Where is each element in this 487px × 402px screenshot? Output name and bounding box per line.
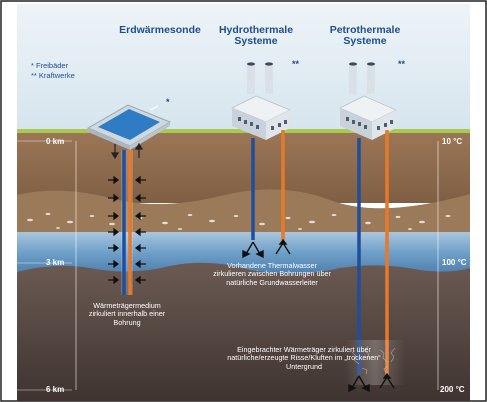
pool-icon <box>86 104 172 150</box>
heading-probe: Erdwärmesonde <box>119 24 201 36</box>
depth-label-0: 0 km <box>46 137 65 146</box>
marker-petro-plant: ** <box>398 59 406 69</box>
temperature-label-mid: 100 °C <box>442 258 467 267</box>
marker-pool: * <box>166 97 170 107</box>
temperature-label-bottom: 200 °C <box>440 385 465 394</box>
hydro-plant-icon <box>231 62 291 140</box>
petro-plant-icon <box>339 62 397 140</box>
temperature-label-top: 10 °C <box>442 137 463 146</box>
probe-surface-arrows <box>110 142 144 160</box>
heading-hydro: Hydrothermale Systeme <box>218 24 294 47</box>
caption-hydro: Vorhandene Thermalwasser zirkulieren zwi… <box>213 261 331 287</box>
marker-hydro-plant: ** <box>292 59 300 69</box>
caption-petro: Eingebrachter Wärmeträger zirkuliert übe… <box>227 345 381 371</box>
legend-power-plants: ** Kraftwerke <box>31 71 75 80</box>
probe-heat-arrows <box>108 175 146 285</box>
grass-strip <box>17 129 470 133</box>
fracture-cracks <box>351 345 396 375</box>
depth-label-6: 6 km <box>46 385 65 394</box>
legend-pools: * Freibäder <box>31 61 69 70</box>
gravel-stones <box>27 212 451 230</box>
fracture-zone <box>345 340 405 385</box>
hydro-flow-arrows <box>242 238 291 259</box>
depth-label-3: 3 km <box>46 258 65 267</box>
soil-layer <box>17 133 470 203</box>
caption-probe: Wärmeträgermedium zirkuliert innerhalb e… <box>88 301 166 327</box>
heading-petro: Petrothermale Systeme <box>329 24 401 47</box>
petro-flow-arrows <box>348 372 395 393</box>
